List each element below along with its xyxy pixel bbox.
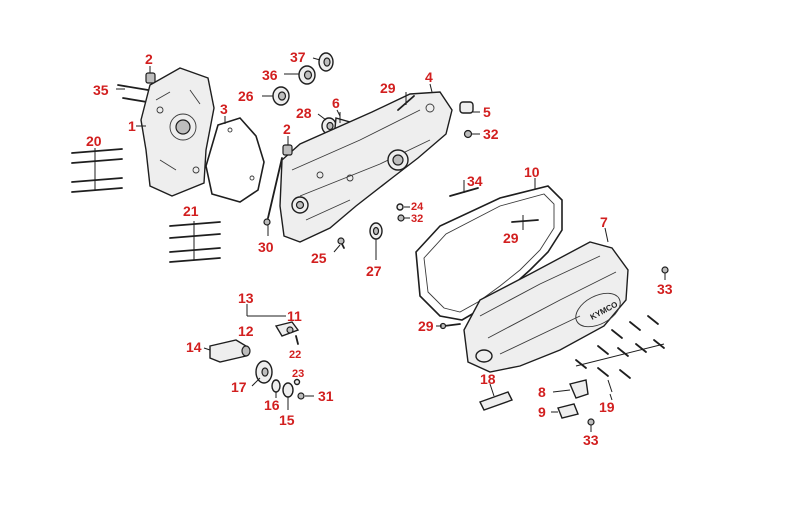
stud-bolts-20 [71,148,123,193]
label-32b: 32 [411,213,423,225]
kick-spindle-14 [209,339,251,363]
bolt-33b [587,418,595,432]
oil-seal-36 [298,65,316,85]
bolt-32a [463,129,473,139]
label-6: 6 [332,95,340,111]
label-4: 4 [425,69,433,85]
washer-16 [271,379,281,393]
label-13: 13 [238,290,254,306]
oil-seal-26 [272,86,290,106]
label-20: 20 [86,133,102,149]
label-9: 9 [538,404,546,420]
clip-23 [293,378,301,386]
bolt-30 [263,157,283,226]
cap-5 [459,101,474,114]
label-28: 28 [296,105,312,121]
gasket-3 [205,117,265,203]
pin-22 [295,335,299,345]
kick-assembly-bracket [246,304,286,317]
crankcase-left-4 [279,91,453,243]
label-29a: 29 [380,80,396,96]
label-30: 30 [258,239,274,255]
label-33b: 33 [583,432,599,448]
bracket-8 [569,379,589,399]
label-25: 25 [311,250,327,266]
bracket-9 [557,403,579,419]
bushing-15 [282,382,294,398]
label-32a: 32 [483,126,499,142]
label-16: 16 [264,397,280,413]
label-19: 19 [599,399,615,415]
label-8: 8 [538,384,546,400]
part-number-labels: 2 35 1 20 3 21 37 36 26 28 6 2 29 4 5 32… [86,49,673,448]
plate-18 [479,391,513,411]
bolt-34 [449,180,479,197]
label-35: 35 [93,82,109,98]
label-15: 15 [279,412,295,428]
oil-seal-27 [369,222,383,240]
crankcase-right-1 [140,67,215,197]
label-21: 21 [183,203,199,219]
label-22: 22 [289,349,301,361]
bolt-29a [397,92,415,111]
label-33a: 33 [657,281,673,297]
cover-gasket-10 [415,185,563,321]
label-17: 17 [231,379,247,395]
leader-lines [136,57,613,413]
label-27: 27 [366,263,382,279]
label-29b: 29 [503,230,519,246]
kick-gear-17 [255,360,273,384]
bolt-29c [439,322,461,330]
bolt-29b [511,215,539,230]
oil-seal-37 [318,52,334,72]
label-37: 37 [290,49,306,65]
label-18: 18 [480,371,496,387]
label-26: 26 [238,88,254,104]
kick-lever-12 [274,321,300,337]
washer-24 [396,203,404,211]
label-23: 23 [292,368,304,380]
bolt-25 [337,237,345,249]
label-29c: 29 [418,318,434,334]
label-31: 31 [318,388,334,404]
label-7: 7 [600,214,608,230]
bolt-set-19 [575,315,665,393]
label-34: 34 [467,173,483,189]
label-3: 3 [220,101,228,117]
bolt-32b [397,214,405,222]
label-11: 11 [287,308,302,324]
dowel-2b [282,144,293,156]
label-2b: 2 [283,121,291,137]
dowel-2a [145,72,156,84]
bolt-31 [297,392,305,400]
label-12: 12 [238,323,254,339]
label-1: 1 [128,118,136,134]
label-2a: 2 [145,51,153,67]
label-10: 10 [524,164,540,180]
label-24: 24 [411,201,424,213]
bolt-33a [661,266,669,280]
label-5: 5 [483,104,491,120]
stud-bolts-21 [169,221,221,263]
transmission-cover-7 [463,241,629,373]
label-14: 14 [186,339,202,355]
label-36: 36 [262,67,278,83]
